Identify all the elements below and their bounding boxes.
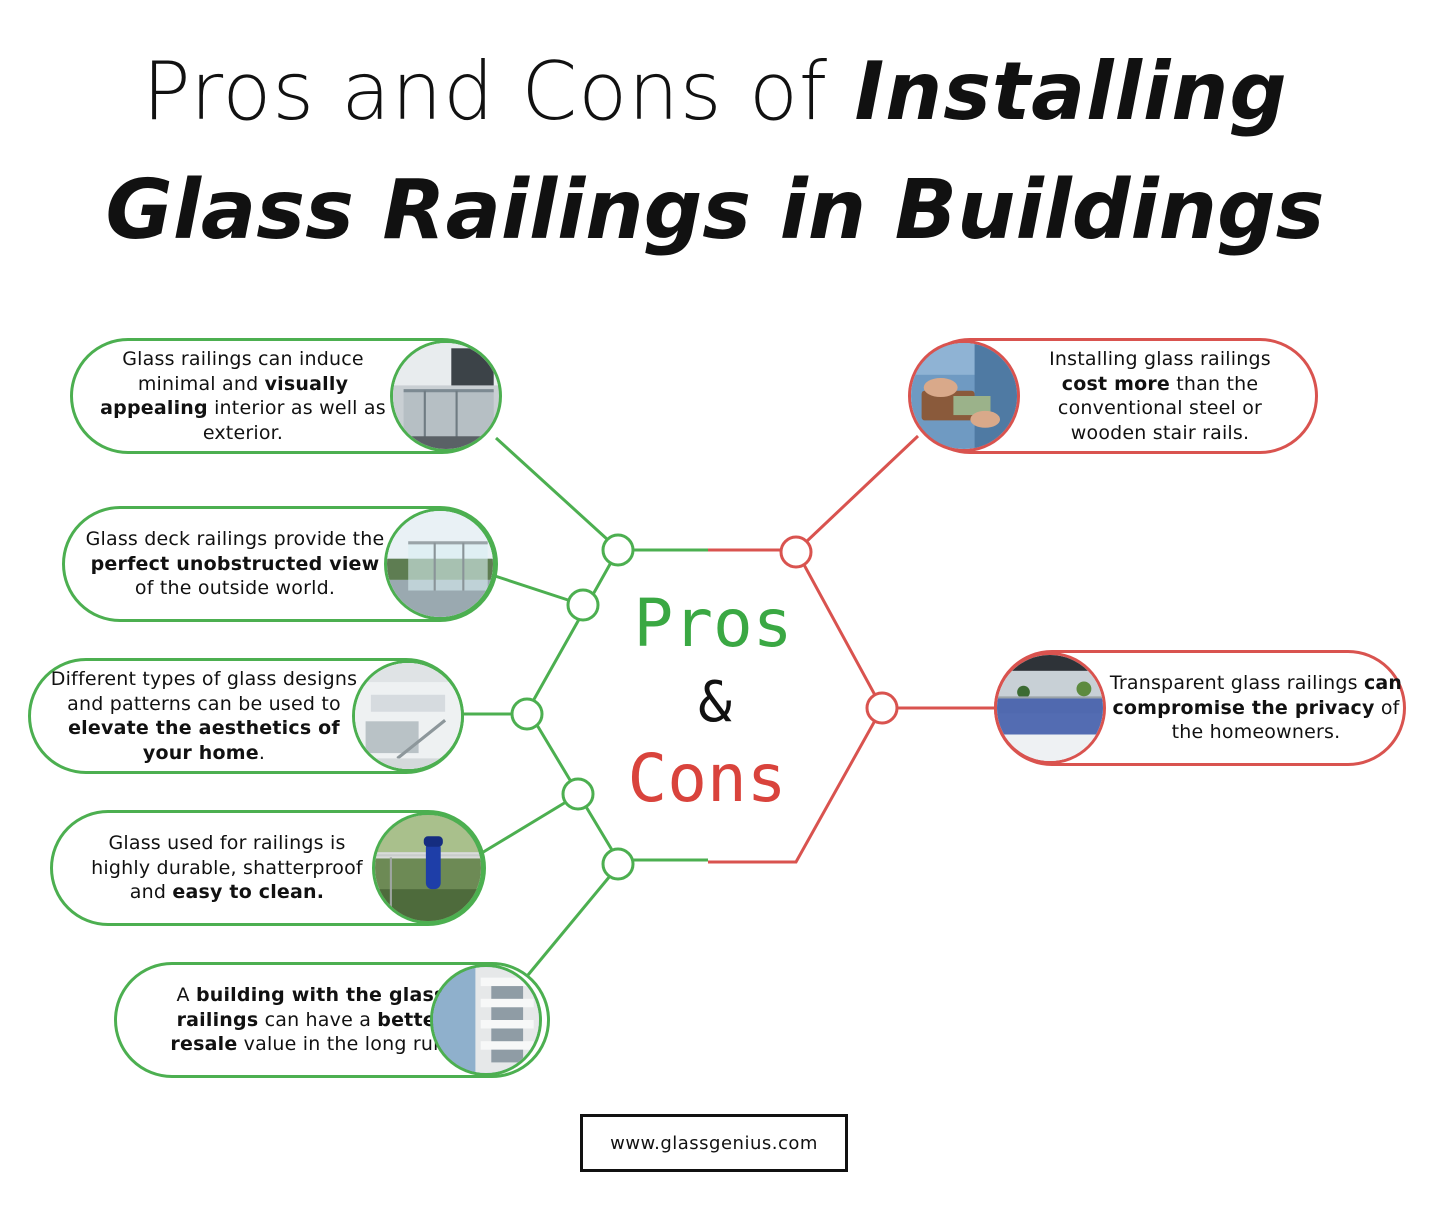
connector-pro-4 [479, 800, 567, 856]
card-text-body: Different types of glass designs and pat… [45, 667, 363, 765]
title-line-2: Glass Railings in Buildings [105, 163, 1325, 258]
emphasis-text: easy to clean. [172, 881, 325, 904]
con-text-2: Transparent glass railings can compromis… [1109, 653, 1403, 763]
plain-text: Glass used for railings is highly durabl… [91, 832, 363, 904]
card-text-body: Glass deck railings provide the perfect … [85, 527, 385, 601]
pro-text-2: Glass deck railings provide the perfect … [85, 509, 385, 619]
con-text-1: Installing glass railings cost more than… [1025, 341, 1295, 451]
connector-pro-5 [526, 875, 612, 976]
center-ampersand: & [698, 670, 732, 735]
title-line-1: Pros and Cons of Installing [0, 52, 1430, 132]
plain-text: Glass deck railings provide the [85, 528, 385, 551]
plain-text: Transparent glass railings [1109, 672, 1364, 695]
node-pro-3 [510, 697, 544, 731]
plain-text: Glass railings can induce minimal and [122, 348, 364, 395]
plain-text: . [258, 741, 266, 764]
connector-pro-1 [494, 436, 610, 542]
emphasis-text: cost more [1061, 372, 1170, 395]
card-text-body: Transparent glass railings can compromis… [1109, 671, 1403, 745]
emphasis-text: visually appealing [100, 372, 349, 420]
node-con-2 [865, 691, 899, 725]
deck-view-photo [384, 508, 496, 620]
emphasis-text: can compromise the privacy [1112, 672, 1403, 719]
plain-text: of the outside world. [134, 577, 336, 600]
glass-balcony-photo [390, 340, 502, 452]
plain-text: value in the long run. [237, 1033, 452, 1056]
plain-text: interior as well as exterior. [202, 397, 386, 444]
node-pro-4 [561, 777, 595, 811]
pro-text-3: Different types of glass designs and pat… [45, 661, 363, 771]
card-text-body: Glass used for railings is highly durabl… [77, 831, 377, 905]
plain-text: than the conventional steel or wooden st… [1057, 372, 1263, 444]
plain-text: of the homeowners. [1171, 696, 1400, 744]
emphasis-text: elevate the aesthetics of your home [68, 717, 340, 764]
card-text-body: A building with the glass railings can h… [161, 983, 461, 1057]
pro-text-5: A building with the glass railings can h… [161, 965, 461, 1075]
connector-pro-2 [494, 574, 569, 602]
node-pro-5 [601, 847, 635, 881]
emphasis-text: building with the glass railings [176, 984, 446, 1031]
title-plain: Pros and Cons of [142, 45, 855, 138]
pro-text-1: Glass railings can induce minimal and vi… [93, 341, 393, 451]
node-con-1 [779, 535, 813, 569]
plain-text: Installing glass railings [1049, 348, 1271, 370]
glass-stair-photo [352, 660, 464, 772]
title-emphasis: Installing [854, 45, 1288, 138]
center-cons-label: Cons [627, 740, 787, 817]
node-pro-1 [601, 533, 635, 567]
cleaning-glass-photo [372, 812, 484, 924]
plain-text: A [176, 984, 196, 1007]
node-pro-2 [566, 588, 600, 622]
plain-text: Different types of glass designs and pat… [50, 668, 358, 715]
privacy-balcony-photo [994, 652, 1106, 764]
emphasis-text: better resale [170, 1008, 446, 1056]
emphasis-text: perfect unobstructed view [90, 552, 380, 575]
wallet-money-photo [908, 340, 1020, 452]
center-pros-label: Pros [633, 585, 793, 662]
building-facade-photo [430, 964, 542, 1076]
plain-text: can have a [258, 1008, 378, 1031]
website-url[interactable]: www.glassgenius.com [580, 1114, 848, 1172]
card-text-body: Glass railings can induce minimal and vi… [93, 347, 393, 445]
pro-text-4: Glass used for railings is highly durabl… [77, 813, 377, 923]
card-text-body: Installing glass railings cost more than… [1025, 347, 1295, 445]
connector-con-1 [804, 434, 920, 544]
